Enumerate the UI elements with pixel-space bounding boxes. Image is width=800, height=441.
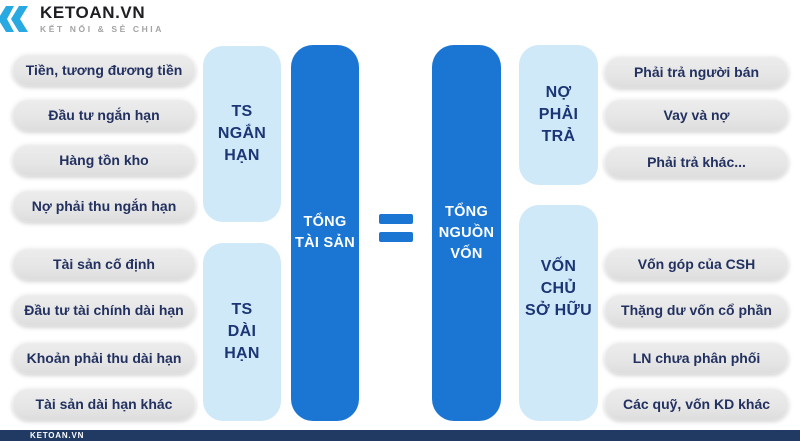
footer-bar: KETOAN.VN [0, 430, 800, 441]
equals-sign [379, 214, 413, 242]
asset-item: Tiền, tương đương tiền [12, 53, 196, 86]
total-assets-block: TỔNG TÀI SẢN [291, 45, 359, 421]
liability-item: Phải trả người bán [604, 55, 789, 88]
liabilities-label: NỢ [545, 84, 572, 101]
equity-block: VỐN CHỦ SỞ HỮU [519, 205, 598, 421]
ketoan-logo-icon [0, 6, 28, 32]
equity-item: Thặng dư vốn cổ phần [604, 293, 789, 326]
brand-name: KETOAN.VN [40, 3, 146, 22]
short-term-assets-block: TS NGẮN HẠN [203, 46, 281, 222]
long-term-assets-label: TS [231, 301, 253, 318]
total-capital-block: TỔNG NGUỒN VỐN [432, 45, 501, 421]
footer-brand-text: KETOAN.VN [30, 431, 85, 440]
equals-bar-bottom [379, 232, 413, 242]
liability-item: Vay và nợ [604, 98, 789, 131]
asset-item: Tài sản dài hạn khác [12, 387, 196, 420]
liability-item: Phải trả khác... [604, 145, 789, 178]
asset-item: Đầu tư ngắn hạn [12, 98, 196, 131]
total-capital-label: TỔNG [444, 203, 489, 220]
equity-label: VỐN [540, 258, 577, 275]
asset-item: Tài sản cố định [12, 247, 196, 280]
equals-bar-top [379, 214, 413, 224]
long-term-assets-block: TS DÀI HẠN [203, 243, 281, 421]
asset-item: Hàng tồn kho [12, 143, 196, 176]
liabilities-block: NỢ PHẢI TRẢ [519, 45, 598, 185]
brand-tagline: KẾT NỐI & SẺ CHIA [40, 24, 165, 34]
total-assets-label: TỔNG [303, 214, 347, 230]
asset-item: Khoản phải thu dài hạn [12, 341, 196, 374]
ketoan-logo: KETOAN.VN KẾT NỐI & SẺ CHIA [0, 4, 164, 34]
equity-item: Các quỹ, vốn KD khác [604, 387, 789, 420]
equity-item: LN chưa phân phối [604, 341, 789, 374]
asset-item: Nợ phải thu ngắn hạn [12, 189, 196, 222]
equity-item: Vốn góp của CSH [604, 247, 789, 280]
asset-item: Đầu tư tài chính dài hạn [12, 293, 196, 326]
short-term-assets-label: TS [231, 103, 253, 120]
